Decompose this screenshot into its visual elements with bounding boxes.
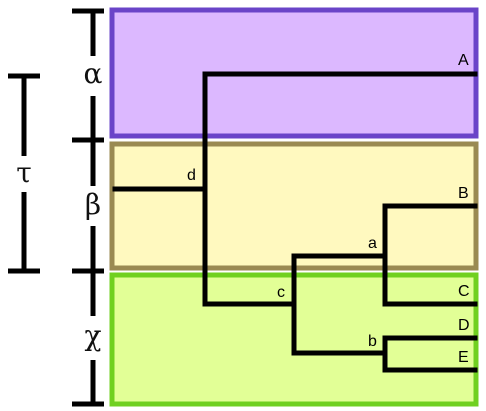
zone-label-alpha: α	[84, 57, 103, 90]
tree-branches	[112, 71, 478, 373]
chi-label-bg	[78, 316, 108, 360]
leaf-label-B: B	[458, 185, 469, 202]
leaf-label-C: C	[458, 283, 470, 300]
leaf-label-A: A	[458, 52, 469, 69]
node-label-d: d	[187, 167, 196, 184]
node-label-b: b	[368, 333, 377, 350]
node-label-c: c	[277, 284, 285, 301]
tau-label-bg	[10, 156, 40, 192]
beta-label-bg	[78, 186, 108, 226]
leaf-label-D: D	[458, 317, 470, 334]
alpha-label-bg	[78, 56, 108, 96]
leaf-label-E: E	[458, 349, 469, 366]
node-label-a: a	[368, 235, 377, 252]
zone-label-chi: χ	[85, 319, 102, 352]
zone-label-beta: β	[85, 188, 101, 221]
tau-label: τ	[16, 156, 32, 189]
